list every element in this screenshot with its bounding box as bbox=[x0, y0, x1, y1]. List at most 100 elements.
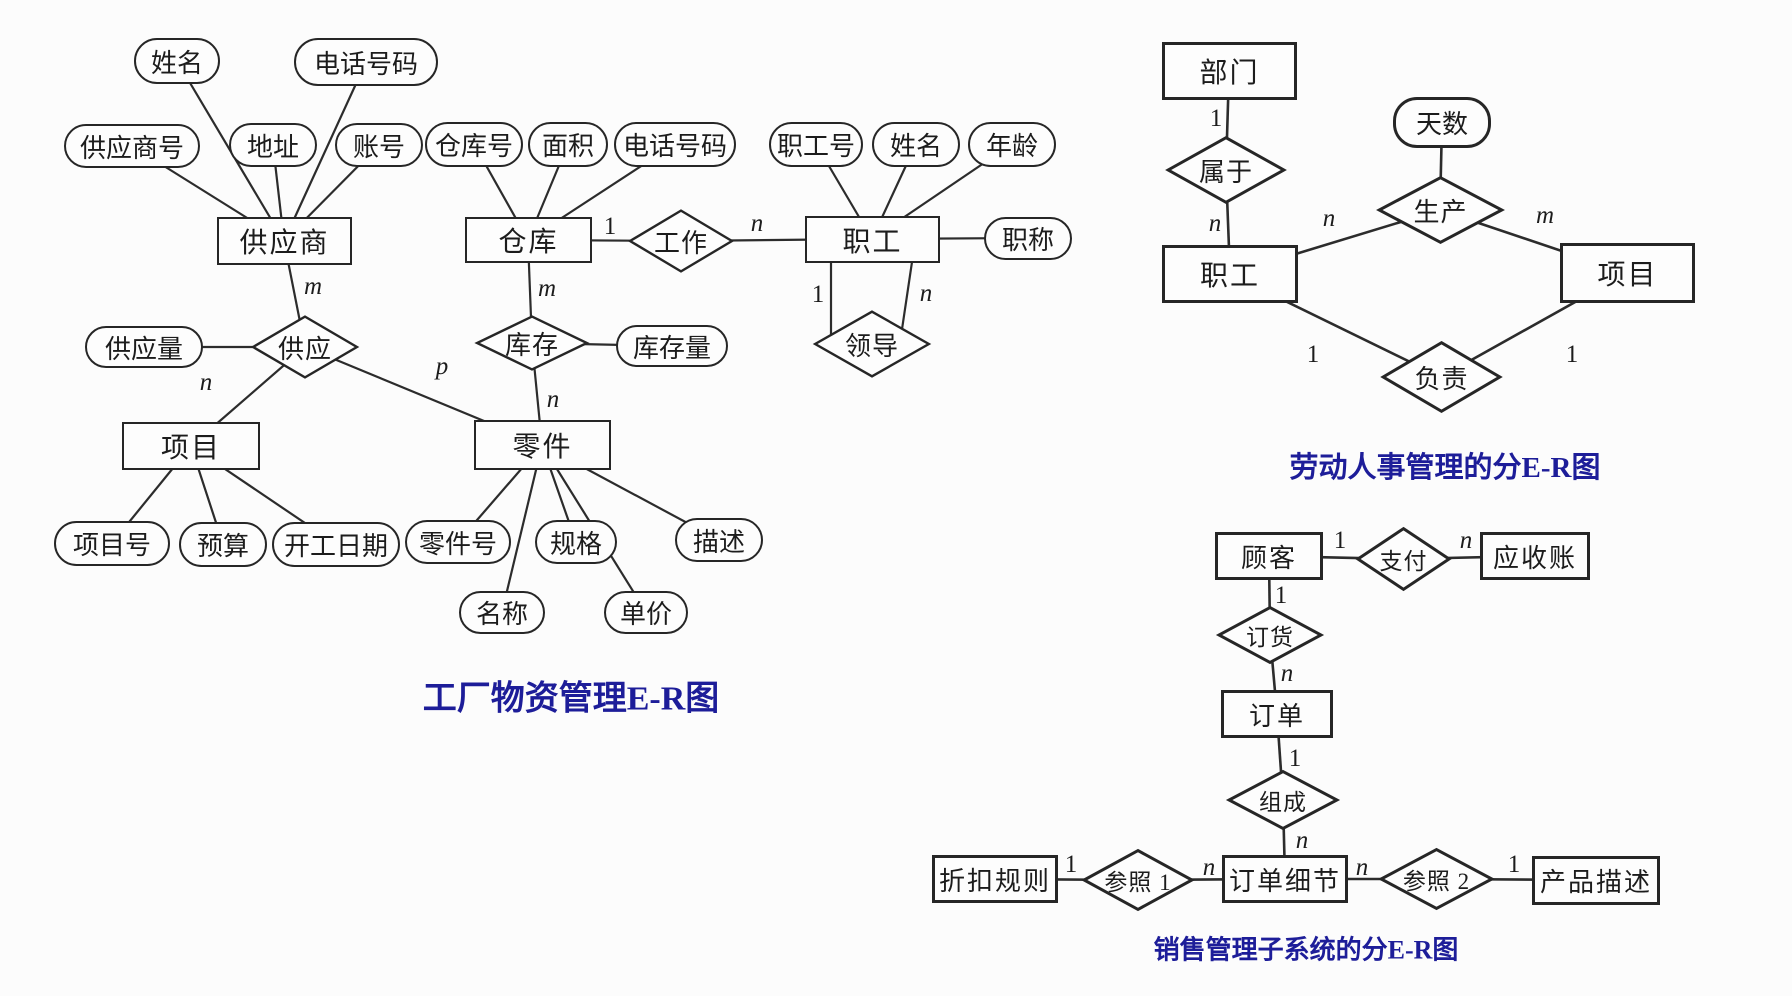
cardinality-project-charge: 1 bbox=[1565, 341, 1579, 368]
cardinality-customer-pay: 1 bbox=[1333, 527, 1347, 554]
diamond-shape bbox=[1380, 849, 1493, 909]
entity-product-desc: 产品描述 bbox=[1532, 856, 1660, 905]
cardinality-supply-part: p bbox=[435, 353, 449, 380]
diamond-shape bbox=[814, 311, 930, 377]
cardinality-supply-project: n bbox=[199, 369, 213, 396]
cardinality-work-employee: n bbox=[750, 210, 764, 237]
relationship-pay: 支付 bbox=[1357, 528, 1450, 590]
entity-part: 零件 bbox=[474, 420, 611, 470]
relationship-ref1: 参照 1 bbox=[1083, 850, 1193, 910]
attribute-part-no: 零件号 bbox=[405, 520, 511, 564]
entity-dept: 部门 bbox=[1162, 42, 1297, 100]
attribute-account: 账号 bbox=[335, 123, 423, 167]
cardinality-belong-employee: n bbox=[1208, 210, 1222, 237]
cardinality-customer-order: 1 bbox=[1274, 582, 1288, 609]
relationship-work: 工作 bbox=[629, 210, 733, 272]
cardinality-warehouse-work: 1 bbox=[603, 213, 617, 240]
diamond-shape bbox=[629, 210, 733, 272]
attribute-name2: 姓名 bbox=[872, 122, 960, 167]
attribute-project-no: 项目号 bbox=[54, 521, 170, 566]
relationship-charge-label: 负责 bbox=[1414, 364, 1469, 394]
relationship-produce-label: 生产 bbox=[1413, 197, 1468, 227]
entity-receivable: 应收账 bbox=[1480, 532, 1590, 580]
diamond-shape bbox=[1083, 850, 1193, 910]
cardinality-order-compose: 1 bbox=[1288, 745, 1302, 772]
cardinality-dept-belong: 1 bbox=[1209, 105, 1223, 132]
attribute-supply-qty: 供应量 bbox=[85, 326, 203, 368]
relationship-compose: 组成 bbox=[1228, 771, 1338, 829]
relationship-pay-label: 支付 bbox=[1379, 549, 1428, 574]
relationship-supply-label: 供应 bbox=[277, 334, 332, 364]
edge-line bbox=[899, 261, 914, 337]
relationship-work-label: 工作 bbox=[653, 228, 708, 258]
attribute-job-title: 职称 bbox=[984, 217, 1072, 260]
entity-project2: 项目 bbox=[1560, 243, 1695, 303]
entity-project: 项目 bbox=[122, 422, 260, 470]
entity-discount-rule: 折扣规则 bbox=[932, 855, 1058, 903]
attribute-part-name: 名称 bbox=[459, 591, 545, 634]
factory-diagram-title: 工厂物资管理E-R图 bbox=[422, 680, 720, 718]
relationship-order-goods-label: 订货 bbox=[1246, 625, 1294, 650]
attribute-warehouse-no: 仓库号 bbox=[425, 122, 523, 167]
entity-warehouse: 仓库 bbox=[465, 217, 592, 263]
attribute-name1: 姓名 bbox=[134, 38, 220, 84]
entity-employee2: 职工 bbox=[1162, 245, 1298, 303]
attribute-area: 面积 bbox=[528, 122, 608, 167]
attribute-age: 年龄 bbox=[968, 122, 1056, 167]
cardinality-ref2-product: 1 bbox=[1507, 851, 1521, 878]
attribute-supplier-no: 供应商号 bbox=[64, 124, 200, 168]
relationship-ref2: 参照 2 bbox=[1380, 849, 1493, 909]
attribute-phone1: 电话号码 bbox=[294, 38, 438, 86]
relationship-charge: 负责 bbox=[1382, 342, 1501, 412]
entity-customer: 顾客 bbox=[1215, 532, 1323, 580]
cardinality-employee-charge: 1 bbox=[1306, 341, 1320, 368]
relationship-lead-label: 领导 bbox=[844, 331, 899, 361]
cardinality-supplier-supply: m bbox=[303, 273, 323, 300]
entity-supplier: 供应商 bbox=[217, 217, 352, 265]
attribute-spec: 规格 bbox=[535, 520, 617, 564]
cardinality-pay-receivable: n bbox=[1459, 527, 1473, 554]
relationship-supply: 供应 bbox=[252, 316, 358, 378]
diamond-shape bbox=[1218, 607, 1322, 663]
attribute-days: 天数 bbox=[1393, 97, 1491, 148]
edge-line bbox=[282, 61, 368, 242]
relationship-produce: 生产 bbox=[1378, 177, 1503, 243]
attribute-employee-no: 职工号 bbox=[769, 122, 863, 167]
cardinality-produce-project: m bbox=[1535, 202, 1555, 229]
diamond-shape bbox=[1357, 528, 1450, 590]
attribute-unit-price: 单价 bbox=[604, 591, 688, 634]
cardinality-compose-detail: n bbox=[1295, 827, 1309, 854]
cardinality-employee-lead-n: n bbox=[919, 280, 933, 307]
relationship-belong: 属于 bbox=[1167, 137, 1285, 203]
cardinality-ref1-detail: n bbox=[1202, 854, 1216, 881]
relationship-inventory-label: 库存 bbox=[504, 330, 559, 360]
relationship-ref1-label: 参照 1 bbox=[1104, 870, 1172, 895]
diamond-shape bbox=[1228, 771, 1338, 829]
cardinality-inventory-part: n bbox=[546, 386, 560, 413]
sales-diagram-title: 销售管理子系统的分E-R图 bbox=[1153, 935, 1459, 965]
relationship-inventory: 库存 bbox=[476, 316, 588, 370]
edge-line bbox=[500, 444, 544, 613]
diamond-shape bbox=[1382, 342, 1501, 412]
attribute-address: 地址 bbox=[229, 123, 317, 167]
cardinality-employee-produce: n bbox=[1322, 205, 1336, 232]
cardinality-discount-ref1: 1 bbox=[1064, 851, 1078, 878]
diamond-shape bbox=[1167, 137, 1285, 203]
cardinality-order-order: n bbox=[1280, 660, 1294, 687]
attribute-stock-qty: 库存量 bbox=[616, 325, 728, 367]
cardinality-detail-ref2: n bbox=[1355, 854, 1369, 881]
cardinality-warehouse-inventory: m bbox=[537, 275, 557, 302]
attribute-start-date: 开工日期 bbox=[272, 522, 400, 567]
diamond-shape bbox=[252, 316, 358, 378]
entity-order-detail: 订单细节 bbox=[1222, 855, 1348, 903]
entity-employee: 职工 bbox=[805, 216, 940, 263]
diamond-shape bbox=[1378, 177, 1503, 243]
diamond-shape bbox=[476, 316, 588, 370]
cardinality-employee-lead-1: 1 bbox=[811, 281, 825, 308]
relationship-belong-label: 属于 bbox=[1198, 157, 1253, 187]
relationship-lead: 领导 bbox=[814, 311, 930, 377]
attribute-budget: 预算 bbox=[179, 522, 267, 567]
attribute-desc: 描述 bbox=[675, 518, 763, 562]
attribute-phone2: 电话号码 bbox=[614, 122, 736, 167]
